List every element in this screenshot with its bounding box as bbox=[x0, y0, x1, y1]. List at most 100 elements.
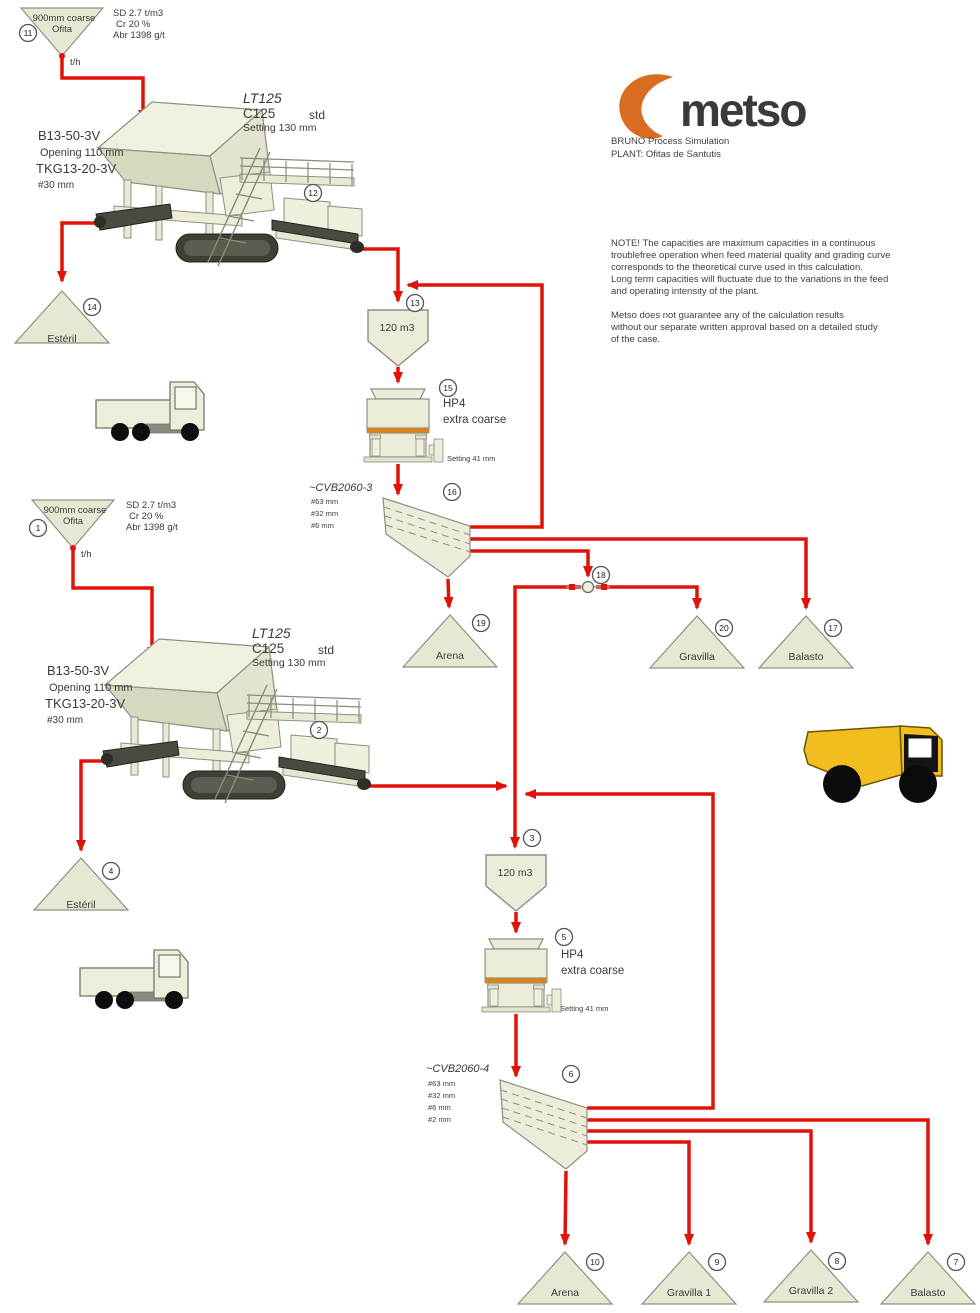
cone-crusher-line1 bbox=[363, 388, 444, 463]
app-title: BRUNO Process Simulation bbox=[611, 136, 729, 147]
crusher-setting: Setting 130 mm bbox=[252, 657, 326, 669]
waste-label: Estéril bbox=[47, 333, 76, 345]
svg-text:20: 20 bbox=[719, 623, 729, 633]
lokotrack-lt125-line1 bbox=[93, 101, 365, 267]
flow-lines bbox=[57, 58, 933, 1246]
crusher-setting: Setting 130 mm bbox=[243, 122, 317, 134]
cone-model: HP4 bbox=[561, 949, 584, 961]
feeder-opening: Opening 110 mm bbox=[49, 682, 133, 694]
badge-13: 13 bbox=[405, 293, 425, 313]
flatbed-truck-line1 bbox=[95, 381, 205, 442]
crusher-chamber: std bbox=[318, 643, 334, 657]
screen-model: ~CVB2060-3 bbox=[309, 482, 373, 494]
dump-truck bbox=[803, 725, 943, 804]
note-line: corresponds to the theoretical curve use… bbox=[611, 262, 863, 273]
badge-16: 16 bbox=[442, 482, 462, 502]
feed-material: Ofita bbox=[52, 24, 73, 35]
badge-9: 9 bbox=[707, 1252, 727, 1272]
cone-chamber: extra coarse bbox=[443, 414, 506, 426]
svg-text:15: 15 bbox=[443, 383, 453, 393]
lokotrack-lt125-line2 bbox=[100, 638, 372, 804]
badge-2: 2 bbox=[309, 720, 329, 740]
pile-label: Balasto bbox=[910, 1287, 945, 1299]
hopper-capacity: 120 m3 bbox=[497, 867, 532, 879]
svg-text:2: 2 bbox=[317, 725, 322, 735]
svg-text:6: 6 bbox=[569, 1069, 574, 1079]
screen-deck: #32 mm bbox=[311, 509, 338, 518]
cone-model: HP4 bbox=[443, 398, 466, 410]
surge-hopper-line1 bbox=[367, 309, 429, 367]
feed-name: 900mm coarse bbox=[44, 505, 107, 516]
badge-17: 17 bbox=[823, 618, 843, 638]
lokotrack-model: LT125 bbox=[243, 90, 282, 106]
screen-model: ~CVB2060-4 bbox=[426, 1063, 489, 1075]
svg-text:5: 5 bbox=[562, 932, 567, 942]
crusher-chamber: std bbox=[309, 108, 325, 122]
waste-label: Estéril bbox=[66, 899, 95, 911]
svg-text:1: 1 bbox=[36, 523, 41, 533]
svg-text:10: 10 bbox=[590, 1257, 600, 1267]
screen-deck: #32 mm bbox=[428, 1091, 455, 1100]
grizzly-aperture: #30 mm bbox=[38, 180, 74, 191]
screen-deck: #63 mm bbox=[428, 1079, 455, 1088]
metso-logo: metso bbox=[619, 74, 808, 139]
plant-title: PLANT: Ofitas de Santutis bbox=[611, 149, 721, 160]
svg-text:17: 17 bbox=[828, 623, 838, 633]
screen-cvb2060-4 bbox=[499, 1079, 588, 1170]
feed-material: Ofita bbox=[63, 516, 84, 527]
grizzly-model: TKG13-20-3V bbox=[36, 161, 117, 176]
screen-deck: #63 mm bbox=[311, 497, 338, 506]
screen-deck: #2 mm bbox=[428, 1115, 451, 1124]
splitter-junction bbox=[566, 580, 610, 594]
feed-crushability: Cr 20 % bbox=[116, 19, 151, 30]
screen-cvb2060-3 bbox=[382, 497, 471, 578]
grizzly-aperture: #30 mm bbox=[47, 715, 83, 726]
screen-deck: #6 mm bbox=[311, 521, 334, 530]
stream-badges: 11 12 13 14 15 16 18 19 20 17 1 2 3 4 5 … bbox=[18, 23, 966, 1272]
metso-logo-text: metso bbox=[680, 84, 806, 136]
badge-4: 4 bbox=[101, 861, 121, 881]
lokotrack-model: LT125 bbox=[252, 625, 291, 641]
feed-density: SD 2.7 t/m3 bbox=[113, 8, 163, 19]
badge-6: 6 bbox=[561, 1064, 581, 1084]
feed-crushability: Cr 20 % bbox=[129, 511, 164, 522]
feed-abrasion: Abr 1398 g/t bbox=[126, 522, 178, 533]
svg-text:8: 8 bbox=[835, 1256, 840, 1266]
note-line: Long term capacities will fluctuate due … bbox=[611, 274, 888, 285]
cone-setting: Setting 41 mm bbox=[560, 1004, 608, 1013]
pile-label: Balasto bbox=[788, 651, 823, 663]
feed-rate-unit: t/h bbox=[70, 57, 81, 68]
note-line: troublefree operation when feed material… bbox=[611, 250, 890, 261]
pile-label: Gravilla 1 bbox=[667, 1287, 712, 1299]
feeder-model: B13-50-3V bbox=[47, 663, 109, 678]
badge-5: 5 bbox=[554, 927, 574, 947]
badge-12: 12 bbox=[303, 183, 323, 203]
note-line: of the case. bbox=[611, 334, 660, 345]
hopper-capacity: 120 m3 bbox=[379, 322, 414, 334]
feeder-model: B13-50-3V bbox=[38, 128, 100, 143]
feed-density: SD 2.7 t/m3 bbox=[126, 500, 176, 511]
pile-label: Gravilla bbox=[679, 651, 715, 663]
svg-text:7: 7 bbox=[954, 1257, 959, 1267]
feeder-opening: Opening 110 mm bbox=[40, 147, 124, 159]
badge-7: 7 bbox=[946, 1252, 966, 1272]
note-line: Metso does not guarantee any of the calc… bbox=[611, 310, 844, 321]
badge-8: 8 bbox=[827, 1251, 847, 1271]
badge-18: 18 bbox=[591, 565, 611, 585]
crusher-model: C125 bbox=[252, 641, 284, 656]
badge-11: 11 bbox=[18, 23, 38, 43]
svg-text:19: 19 bbox=[476, 618, 486, 628]
feed-rate-unit: t/h bbox=[81, 549, 92, 560]
badge-19: 19 bbox=[471, 613, 491, 633]
svg-text:16: 16 bbox=[447, 487, 457, 497]
pile-label: Gravilla 2 bbox=[789, 1285, 834, 1297]
svg-text:18: 18 bbox=[596, 570, 606, 580]
badge-15: 15 bbox=[438, 378, 458, 398]
svg-text:12: 12 bbox=[308, 188, 318, 198]
grizzly-model: TKG13-20-3V bbox=[45, 696, 126, 711]
surge-hopper-line2 bbox=[485, 854, 547, 912]
badge-14: 14 bbox=[82, 297, 102, 317]
svg-text:3: 3 bbox=[530, 833, 535, 843]
badge-20: 20 bbox=[714, 618, 734, 638]
